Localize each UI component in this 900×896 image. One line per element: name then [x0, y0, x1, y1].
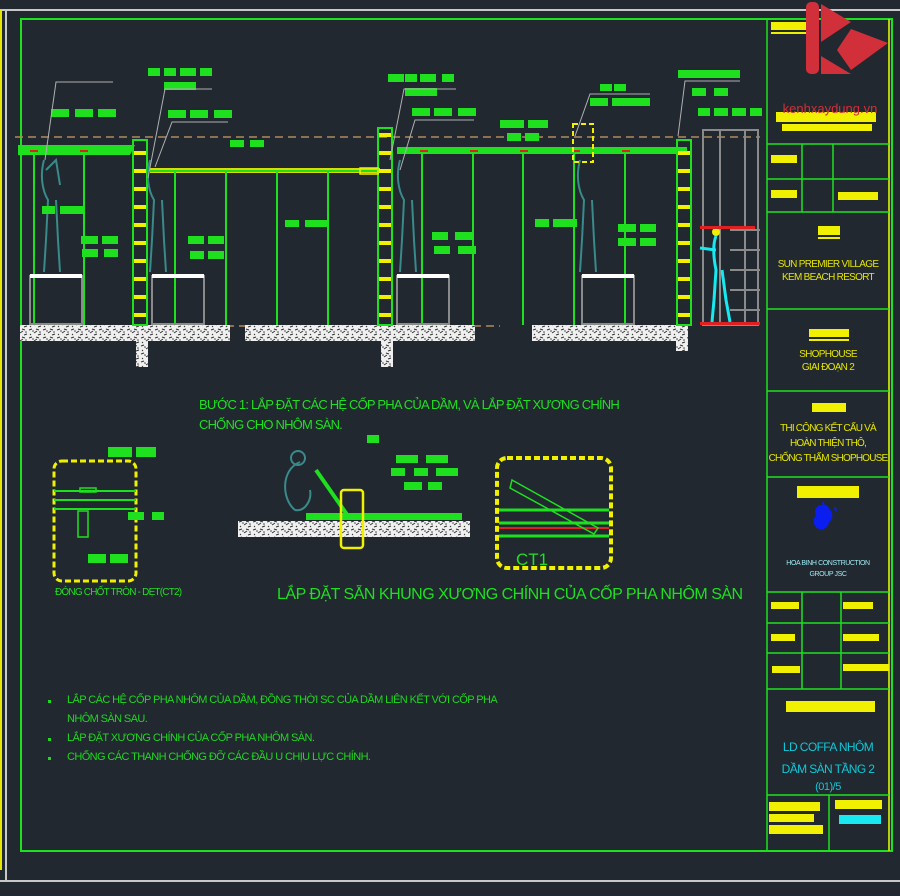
scaffold-benches — [29, 275, 635, 325]
project-line2: KEM BEACH RESORT — [782, 271, 875, 283]
note-bullet — [48, 700, 51, 703]
sheet-title-line2: DẦM SÀN TẦNG 2 — [781, 762, 875, 776]
assembly-illustration — [238, 435, 470, 550]
step-title-line2: CHỐNG CHO NHÔM SÀN. — [199, 417, 343, 432]
kenhxaydung-logo-icon — [806, 2, 888, 74]
item-name: SHOPHOUSE GIAI ĐOẠN 2 — [767, 349, 889, 374]
title-block — [766, 18, 890, 852]
worker-figure-cyan — [699, 235, 732, 323]
scope-line1: THI CÔNG KẾT CẤU VÀ — [780, 423, 877, 434]
scope-name: THI CÔNG KẾT CẤU VÀ HOÀN THIỆN THÔ, CHỐN… — [767, 421, 889, 466]
sheet-title: LD COFFA NHÔM DẦM SÀN TẦNG 2 — [767, 736, 889, 780]
ladders — [132, 127, 692, 326]
scope-line2: HOÀN THIỆN THÔ, — [790, 438, 867, 449]
leader-lines — [44, 80, 740, 179]
note-line-3: CHỐNG CÁC THANH CHỐNG ĐỠ CÁC ĐẦU U CHỊU … — [67, 751, 371, 763]
company-line2: GROUP JSC — [809, 571, 847, 578]
company-line1: HOA BINH CONSTRUCTION — [786, 560, 870, 567]
scope-line3: CHỐNG THẤM SHOPHOUSE — [768, 453, 889, 464]
item-line1: SHOPHOUSE — [799, 349, 857, 360]
sheet-title-line1: LD COFFA NHÔM — [782, 740, 874, 754]
props — [33, 154, 626, 325]
beam-formwork — [18, 145, 687, 173]
note-line-1: LẮP CÁC HỆ CỐP PHA NHÔM CỦA DẦM, ĐỒNG TH… — [67, 694, 498, 706]
sheet-frame — [0, 9, 900, 882]
step-title-line1: BƯỚC 1: LẮP ĐẶT CÁC HỆ CỐP PHA CỦA DẦM, … — [199, 397, 620, 412]
callout-labels — [42, 68, 762, 259]
detail-ct1 — [495, 456, 613, 570]
company-name: HOA BINH CONSTRUCTION GROUP JSC — [767, 558, 889, 580]
project-line1: SUN PREMIER VILLAGE — [777, 259, 879, 270]
concrete-slab — [20, 325, 688, 367]
note-line-1-cont: NHÔM SÀN SAU. — [67, 713, 148, 725]
company-logo-icon — [813, 501, 837, 530]
note-bullet — [48, 738, 51, 741]
note-bullet — [48, 757, 51, 760]
worker-figures — [40, 157, 597, 273]
detail-ct1-label: CT1 — [516, 550, 548, 569]
project-name: SUN PREMIER VILLAGE KEM BEACH RESORT — [767, 259, 889, 284]
item-line2: GIAI ĐOẠN 2 — [801, 361, 855, 373]
sheet-number: (01)/5 — [815, 781, 841, 793]
step-title: BƯỚC 1: LẮP ĐẶT CÁC HỆ CỐP PHA CỦA DẦM, … — [199, 395, 620, 435]
detail-ct2 — [52, 447, 164, 583]
detail-ct2-caption: ĐÓNG CHỐT TRÒN - DẸT(CT2) — [55, 587, 182, 598]
watermark-text: kenhxaydung.vn — [783, 101, 878, 116]
assembly-caption: LẮP ĐẶT SẴN KHUNG XƯƠNG CHÍNH CỦA CỐP PH… — [277, 586, 743, 603]
note-line-2: LẮP ĐẶT XƯƠNG CHÍNH CỦA CỐP PHA NHÔM SÀN… — [67, 732, 315, 744]
